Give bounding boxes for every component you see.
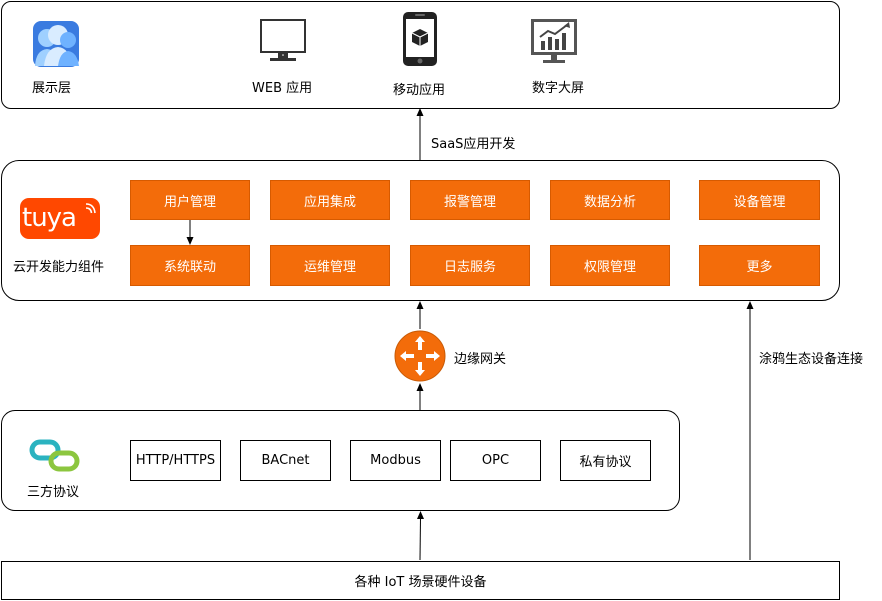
link-chain-icon (29, 439, 80, 472)
display-layer-label: 展示层 (32, 81, 72, 96)
log-service-box: 日志服务 (410, 245, 530, 286)
system-linkage-box: 系统联动 (130, 245, 250, 286)
monitor-icon (260, 19, 306, 61)
private-protocol-box: 私有协议 (560, 440, 651, 481)
dashboard-chart-icon (531, 19, 577, 63)
alarm-management-box: 报警管理 (410, 180, 530, 220)
web-app-label: WEB 应用 (252, 81, 313, 96)
tuya-logo (20, 198, 100, 239)
tuya-logo-text: tuya (22, 203, 77, 233)
ops-management-box: 运维管理 (270, 245, 390, 286)
permission-management-box: 权限管理 (550, 245, 670, 286)
hardware-devices-box: 各种 IoT 场景硬件设备 (1, 561, 840, 600)
ecosystem-connect-label: 涂鸦生态设备连接 (759, 352, 864, 367)
protocol-layer-label: 三方协议 (27, 485, 80, 500)
device-management-box: 设备管理 (699, 180, 820, 220)
data-analysis-box: 数据分析 (550, 180, 670, 220)
saas-dev-label: SaaS应用开发 (431, 137, 516, 152)
app-integration-box: 应用集成 (270, 180, 390, 220)
opc-protocol-box: OPC (450, 440, 541, 481)
big-screen-label: 数字大屏 (532, 81, 585, 96)
http-protocol-box: HTTP/HTTPS (130, 440, 221, 481)
user-management-box: 用户管理 (130, 180, 250, 220)
mobile-phone-icon (403, 12, 437, 66)
users-icon (33, 21, 79, 67)
modbus-protocol-box: Modbus (350, 440, 441, 481)
edge-gateway-label: 边缘网关 (454, 352, 507, 367)
router-gateway-icon (394, 330, 446, 382)
wifi-signal-icon (85, 203, 96, 214)
bacnet-protocol-box: BACnet (240, 440, 331, 481)
cloud-layer-label: 云开发能力组件 (13, 260, 105, 275)
mobile-app-label: 移动应用 (393, 83, 446, 98)
more-box: 更多 (699, 245, 820, 286)
